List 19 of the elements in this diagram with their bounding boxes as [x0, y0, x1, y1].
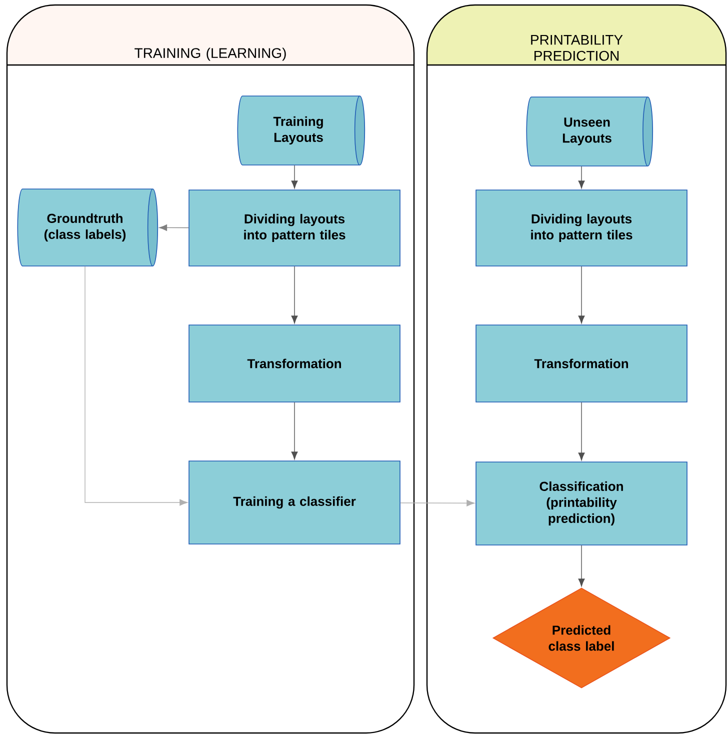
arrow [291, 402, 298, 460]
arrow [84, 266, 188, 506]
process-box: Transformation [476, 324, 688, 402]
process-box: Dividing layouts into pattern tiles [188, 190, 400, 266]
data-cylinder: Unseen Layouts [526, 96, 654, 166]
arrow [159, 224, 189, 231]
process-box: Transformation [188, 324, 400, 402]
arrow [291, 165, 298, 189]
arrow [400, 500, 475, 506]
data-cylinder: Training Layouts [237, 96, 366, 166]
process-box: Training a classifier [188, 460, 400, 544]
arrow [578, 166, 585, 189]
arrow [578, 402, 585, 461]
process-box: Dividing layouts into pattern tiles [476, 190, 688, 266]
arrow [578, 266, 585, 324]
arrow [578, 545, 585, 587]
process-box: Classification (printability prediction) [476, 462, 688, 546]
data-cylinder: Groundtruth (class labels) [17, 188, 158, 266]
arrow [291, 266, 298, 324]
